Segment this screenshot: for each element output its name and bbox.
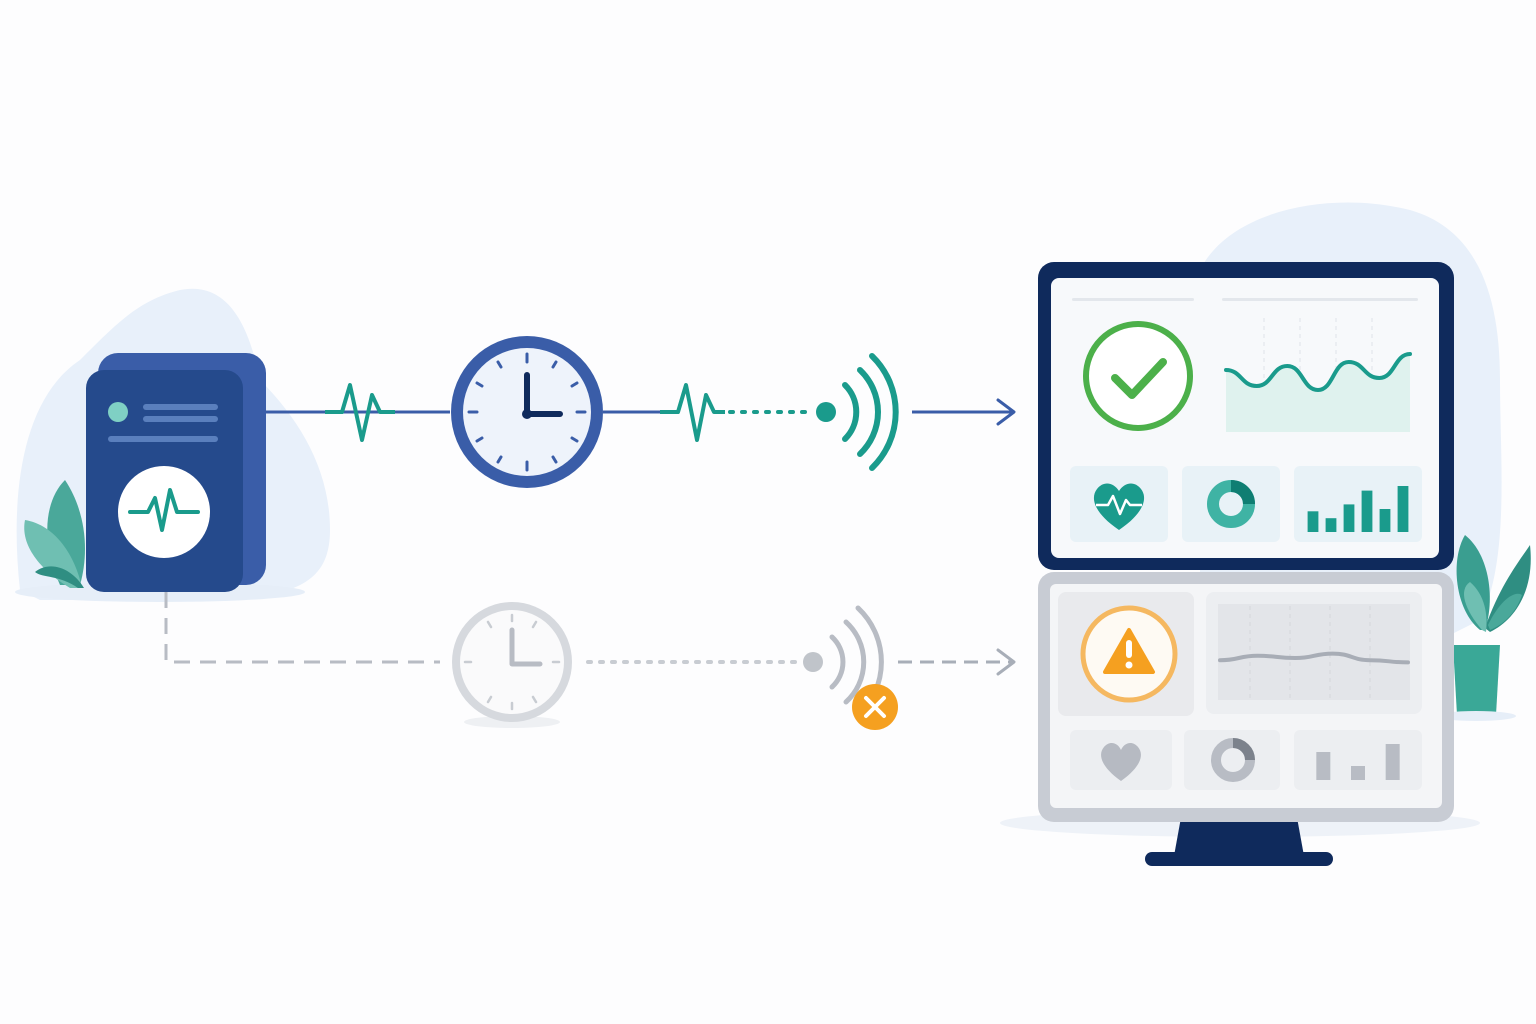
monitor-top-panel bbox=[1038, 262, 1454, 570]
clock-icon bbox=[451, 336, 603, 488]
arrow-right-icon bbox=[912, 398, 1016, 426]
healthy-path bbox=[266, 336, 1016, 488]
bar-chart-icon bbox=[1316, 744, 1400, 780]
failed-path bbox=[164, 592, 1016, 730]
heartbeat-pulse-2 bbox=[660, 383, 725, 442]
bar-chart-icon bbox=[1307, 486, 1409, 532]
heart-icon bbox=[1101, 743, 1141, 781]
monitor-bottom-panel bbox=[1038, 572, 1454, 822]
bottom-trend-line bbox=[1218, 651, 1410, 665]
error-x-icon bbox=[852, 684, 898, 730]
server-icon bbox=[86, 353, 266, 592]
bar-chart-bar bbox=[1316, 752, 1331, 780]
bar-chart-bar bbox=[1307, 511, 1319, 532]
heartbeat-pulse-1 bbox=[325, 383, 395, 442]
dashed-connection-line bbox=[164, 592, 440, 664]
monitor-stand bbox=[1174, 812, 1304, 856]
bar-chart-bar bbox=[1351, 766, 1365, 780]
top-trend-area bbox=[1226, 354, 1410, 432]
bar-chart-bar bbox=[1397, 486, 1409, 532]
monitor-base bbox=[1145, 852, 1333, 866]
bar-chart-bar bbox=[1343, 504, 1355, 532]
bar-chart-bar bbox=[1385, 744, 1400, 780]
top-trend-line bbox=[1224, 352, 1412, 392]
bar-chart-bar bbox=[1325, 518, 1337, 532]
server-status-led bbox=[108, 402, 128, 422]
wifi-signal-icon bbox=[816, 353, 899, 471]
heart-icon bbox=[1093, 483, 1145, 530]
donut-chart-icon bbox=[1207, 480, 1255, 528]
donut-chart-icon bbox=[1211, 738, 1255, 782]
check-circle-icon bbox=[1083, 321, 1193, 431]
bar-chart-bar bbox=[1361, 490, 1373, 532]
right-plant-icon bbox=[1436, 535, 1531, 721]
bar-chart-bar bbox=[1379, 509, 1391, 532]
monitor-icon bbox=[1000, 262, 1480, 866]
arrow-right-icon-dashed bbox=[898, 648, 1016, 676]
clock-icon-faded bbox=[452, 602, 572, 728]
line-chart-icon bbox=[1224, 318, 1412, 432]
